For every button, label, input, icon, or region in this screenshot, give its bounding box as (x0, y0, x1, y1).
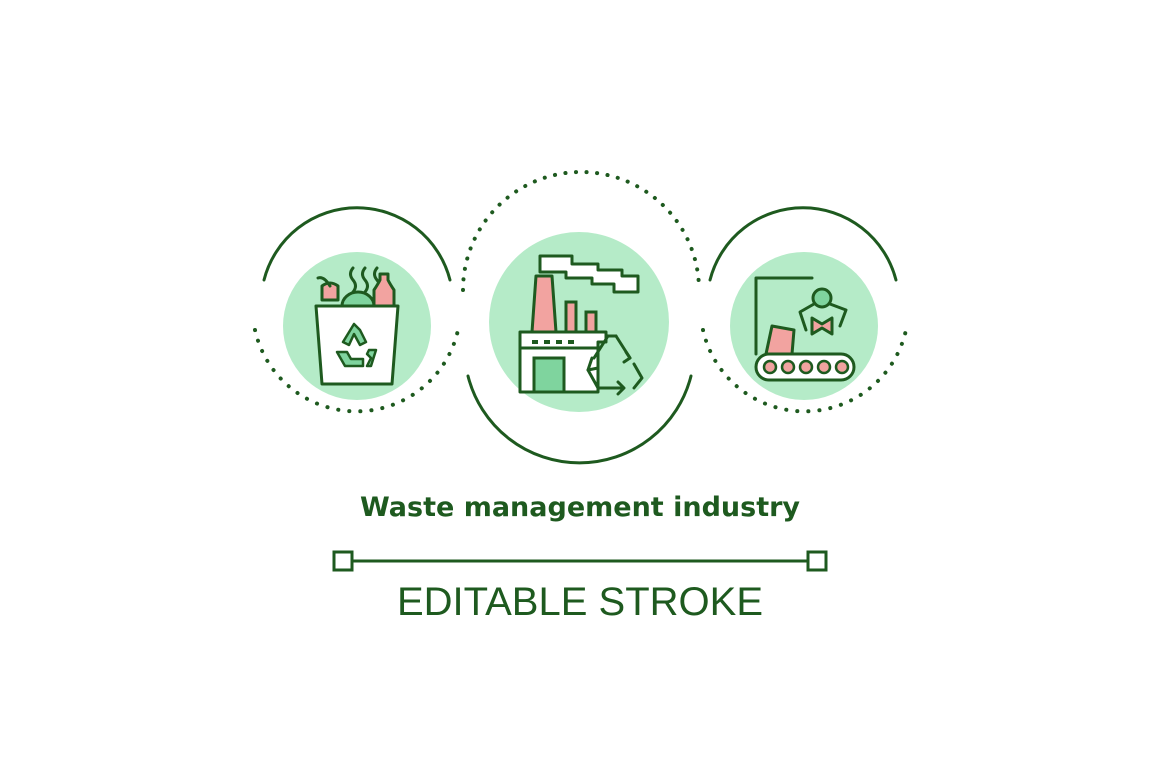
title: Waste management industry (359, 492, 801, 523)
stroke-handle-right (806, 550, 828, 572)
sorting-conveyor-icon (701, 206, 908, 414)
stroke-handle-left (332, 550, 354, 572)
stroke-line (332, 550, 828, 572)
subtitle: EDITABLE STROKE (396, 580, 763, 624)
recycling-factory-icon (461, 170, 701, 465)
recycling-bin-icon (253, 206, 460, 414)
